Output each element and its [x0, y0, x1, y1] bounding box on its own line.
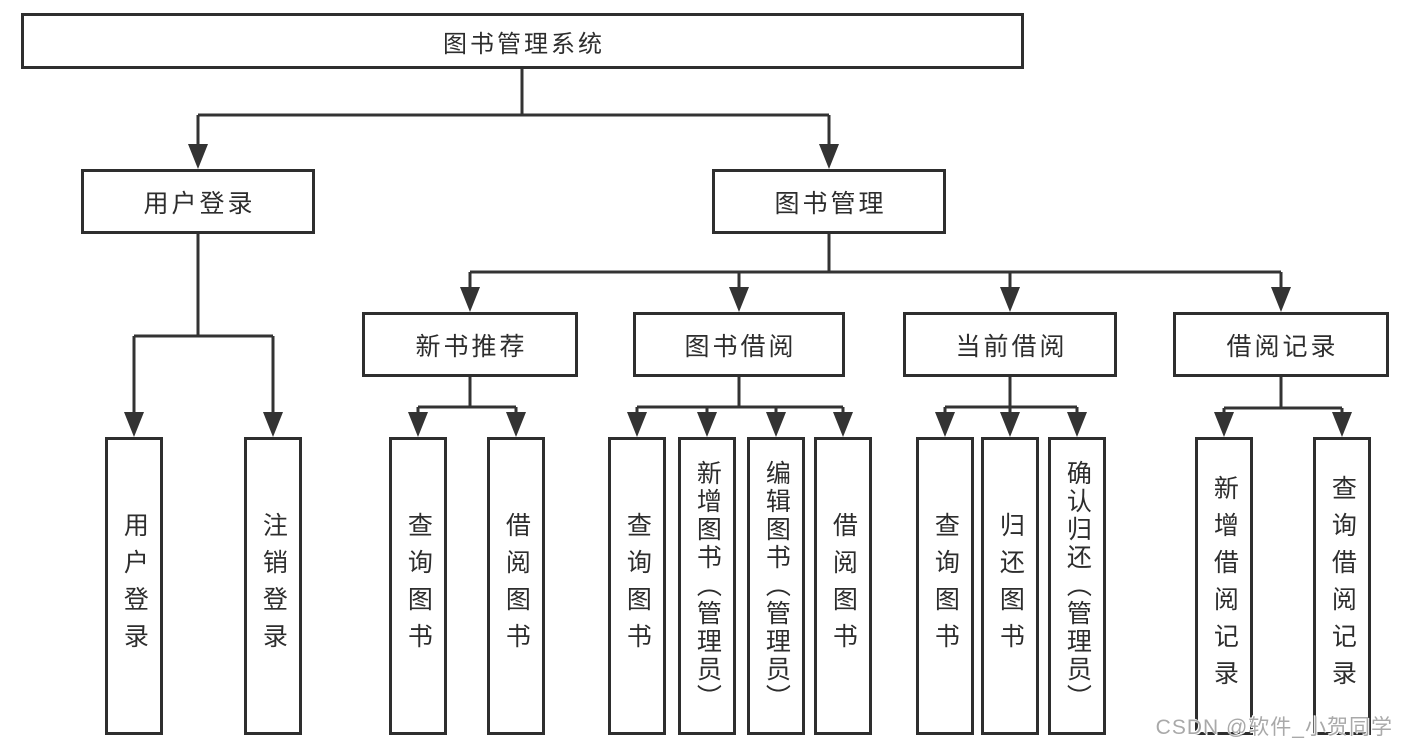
node-book-borrowing: 图书借阅	[633, 312, 845, 377]
leaf-query-books-borrowing: 查询图书	[608, 437, 666, 735]
leaf-confirm-return-admin-label: 确认归还（管理员）	[1063, 460, 1092, 712]
leaf-query-books-borrowing-label: 查询图书	[623, 512, 652, 660]
node-current-borrowing: 当前借阅	[903, 312, 1117, 377]
leaf-add-book-admin-label: 新增图书（管理员）	[693, 460, 722, 712]
leaf-query-books-recommend: 查询图书	[389, 437, 447, 735]
leaf-confirm-return-admin: 确认归还（管理员）	[1048, 437, 1106, 735]
node-book-management: 图书管理	[712, 169, 946, 234]
leaf-add-borrow-record: 新增借阅记录	[1195, 437, 1253, 735]
leaf-borrow-books-borrowing-label: 借阅图书	[829, 512, 858, 660]
node-user-login: 用户登录	[81, 169, 315, 234]
leaf-add-borrow-record-label: 新增借阅记录	[1210, 475, 1239, 697]
leaf-add-book-admin: 新增图书（管理员）	[678, 437, 736, 735]
node-library-management-system: 图书管理系统	[21, 13, 1024, 69]
leaf-query-borrow-record: 查询借阅记录	[1313, 437, 1371, 735]
node-new-book-recommendation: 新书推荐	[362, 312, 578, 377]
leaf-query-books-current-label: 查询图书	[931, 512, 960, 660]
node-borrowing-records: 借阅记录	[1173, 312, 1389, 377]
watermark: CSDN @软件_小贺同学	[1155, 716, 1393, 739]
leaf-return-books-label: 归还图书	[996, 512, 1025, 660]
leaf-borrow-books-recommend: 借阅图书	[487, 437, 545, 735]
leaf-edit-book-admin: 编辑图书（管理员）	[747, 437, 805, 735]
leaf-edit-book-admin-label: 编辑图书（管理员）	[762, 460, 791, 712]
leaf-query-borrow-record-label: 查询借阅记录	[1328, 475, 1357, 697]
leaf-logout-label: 注销登录	[259, 512, 288, 660]
leaf-query-books-recommend-label: 查询图书	[404, 512, 433, 660]
leaf-borrow-books-recommend-label: 借阅图书	[502, 512, 531, 660]
leaf-logout: 注销登录	[244, 437, 302, 735]
leaf-borrow-books-borrowing: 借阅图书	[814, 437, 872, 735]
leaf-user-login-label: 用户登录	[120, 512, 149, 660]
leaf-query-books-current: 查询图书	[916, 437, 974, 735]
leaf-return-books: 归还图书	[981, 437, 1039, 735]
leaf-user-login: 用户登录	[105, 437, 163, 735]
